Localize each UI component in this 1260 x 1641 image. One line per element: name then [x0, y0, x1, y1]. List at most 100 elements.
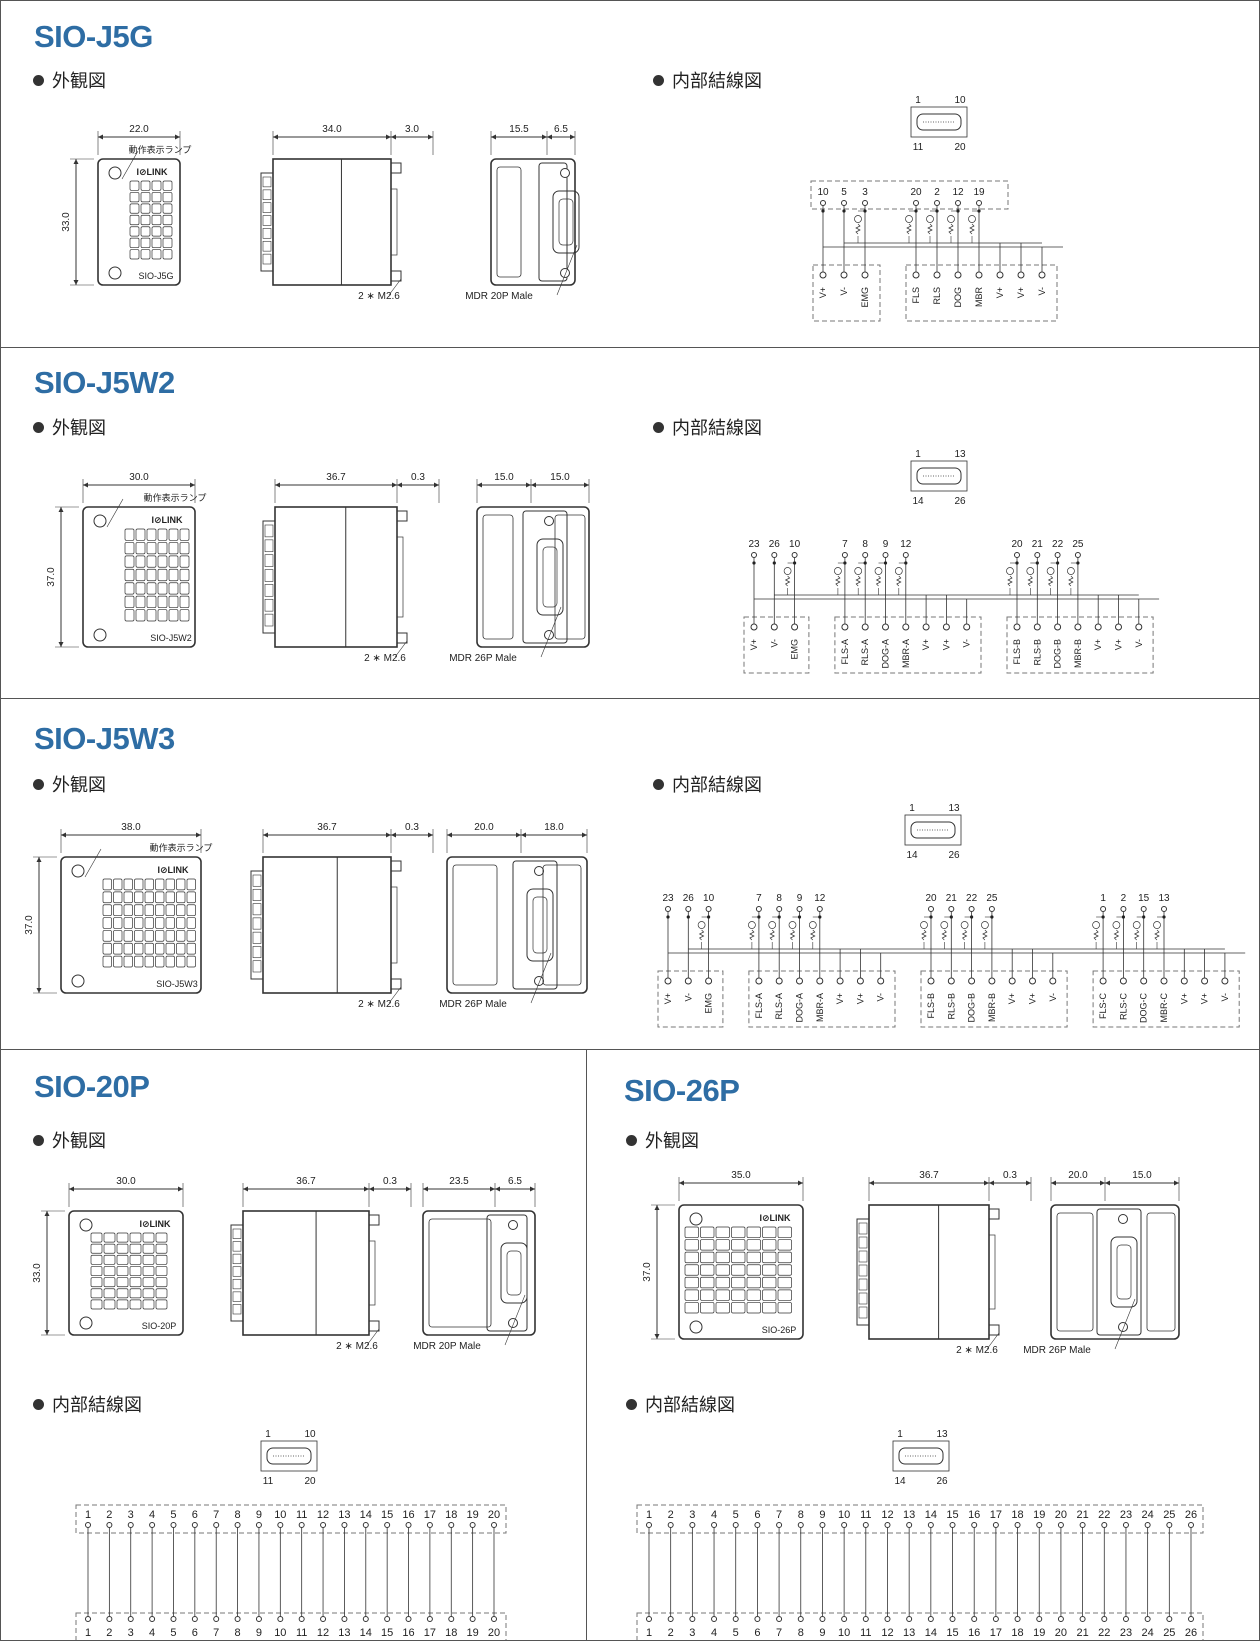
- terminal: [264, 584, 274, 597]
- side-body: [274, 506, 398, 648]
- pin-node: [906, 1616, 913, 1622]
- terminal: [135, 582, 146, 595]
- terminal: [144, 878, 154, 891]
- led-symbol: [808, 921, 817, 929]
- terminal: [123, 891, 133, 904]
- junction: [842, 209, 846, 213]
- pin-node: [927, 1522, 934, 1528]
- pin-node: [732, 1616, 739, 1622]
- terminal: [168, 582, 179, 595]
- top-pin-box: [75, 1504, 507, 1534]
- pin-node: [491, 1522, 497, 1528]
- terminal: [134, 891, 144, 904]
- pin-node: [320, 1616, 327, 1622]
- terminal-label: V-: [1134, 639, 1144, 648]
- terminal: [134, 942, 144, 955]
- logo: I⊘LINK: [151, 515, 183, 525]
- terminal-node: [877, 977, 885, 985]
- terminal: [123, 917, 133, 929]
- conn-pin-label: 13: [948, 803, 960, 814]
- terminal: [103, 1277, 116, 1288]
- conn-pin-label: 10: [954, 95, 966, 106]
- pin-node: [85, 1616, 91, 1622]
- resistor-symbol: [1047, 575, 1054, 587]
- pin-number: 19: [973, 187, 985, 198]
- terminal: [103, 1243, 116, 1254]
- pin-number: 20: [1011, 539, 1023, 550]
- junction: [707, 915, 711, 919]
- pin-number: 21: [946, 893, 958, 904]
- terminal-label: V+: [1114, 639, 1124, 650]
- terminal: [715, 1289, 730, 1301]
- pin-node: [362, 1522, 369, 1528]
- pin-node: [191, 1616, 198, 1622]
- pin-node: [955, 200, 961, 206]
- side-panel: [554, 514, 586, 640]
- terminal: [135, 528, 146, 541]
- terminal-label: V-: [962, 639, 972, 648]
- terminal: [746, 1264, 761, 1276]
- connector: [368, 1240, 376, 1306]
- arrowhead: [36, 988, 42, 993]
- pin-node: [988, 906, 995, 912]
- terminal-node: [861, 271, 869, 279]
- pin-number: 17: [424, 1627, 436, 1639]
- arrowhead: [1105, 1180, 1110, 1186]
- resistor-symbol: [1113, 929, 1120, 941]
- terminal-strip: [230, 1224, 244, 1322]
- terminal: [731, 1302, 746, 1314]
- terminal-node: [1038, 271, 1046, 279]
- pin-node: [127, 1522, 134, 1528]
- pin-node: [341, 1616, 348, 1622]
- lamp-label: 動作表示ランプ: [144, 492, 207, 503]
- pin-number: 3: [862, 187, 868, 198]
- pin-node: [149, 1616, 156, 1622]
- terminal: [179, 528, 190, 541]
- junction: [863, 561, 867, 565]
- junction: [935, 209, 939, 213]
- terminal-node: [1221, 977, 1229, 985]
- line: [504, 1294, 526, 1346]
- pin-node: [362, 1616, 369, 1622]
- connector-housing: [538, 162, 568, 282]
- pin: [390, 860, 402, 872]
- terminal: [762, 1251, 777, 1264]
- junction: [757, 915, 761, 919]
- terminal: [123, 878, 133, 891]
- terminal: [155, 1232, 168, 1243]
- pin-node: [705, 906, 712, 912]
- dim-end: 20.0: [1068, 1170, 1088, 1181]
- pin-node: [1014, 1522, 1021, 1528]
- divider: [1, 347, 1259, 348]
- pin-number: 20: [925, 893, 937, 904]
- conn-pin-label: 1: [915, 95, 921, 106]
- terminal-node: [664, 977, 672, 985]
- pin-node: [689, 1522, 696, 1528]
- terminal-strip: [262, 520, 276, 634]
- pin-number: 5: [733, 1509, 739, 1521]
- terminal: [168, 609, 179, 622]
- dim-end: 6.5: [554, 124, 568, 135]
- arrowhead: [989, 1180, 994, 1186]
- terminal: [144, 942, 154, 955]
- resistor-symbol: [961, 929, 968, 941]
- dim-end: 6.5: [508, 1176, 522, 1187]
- pin-number: 8: [235, 1627, 241, 1639]
- terminal: [684, 1289, 699, 1301]
- terminal: [186, 878, 196, 891]
- terminal: [684, 1239, 699, 1251]
- pin-number: 6: [754, 1509, 760, 1521]
- pin-node: [949, 1522, 956, 1528]
- terminal: [140, 249, 151, 260]
- pin-number: 18: [445, 1509, 457, 1521]
- terminal-node: [912, 271, 920, 279]
- terminal-label: V-: [769, 639, 779, 648]
- pin: [390, 270, 402, 282]
- pin-number: 7: [842, 539, 848, 550]
- terminal: [746, 1289, 761, 1301]
- pin-number: 9: [256, 1509, 262, 1521]
- exterior-heading: 外観図: [33, 414, 106, 440]
- arrowhead: [428, 134, 433, 140]
- model-label: SIO-J5G: [138, 271, 173, 281]
- conn-pin-label: 26: [936, 1476, 948, 1487]
